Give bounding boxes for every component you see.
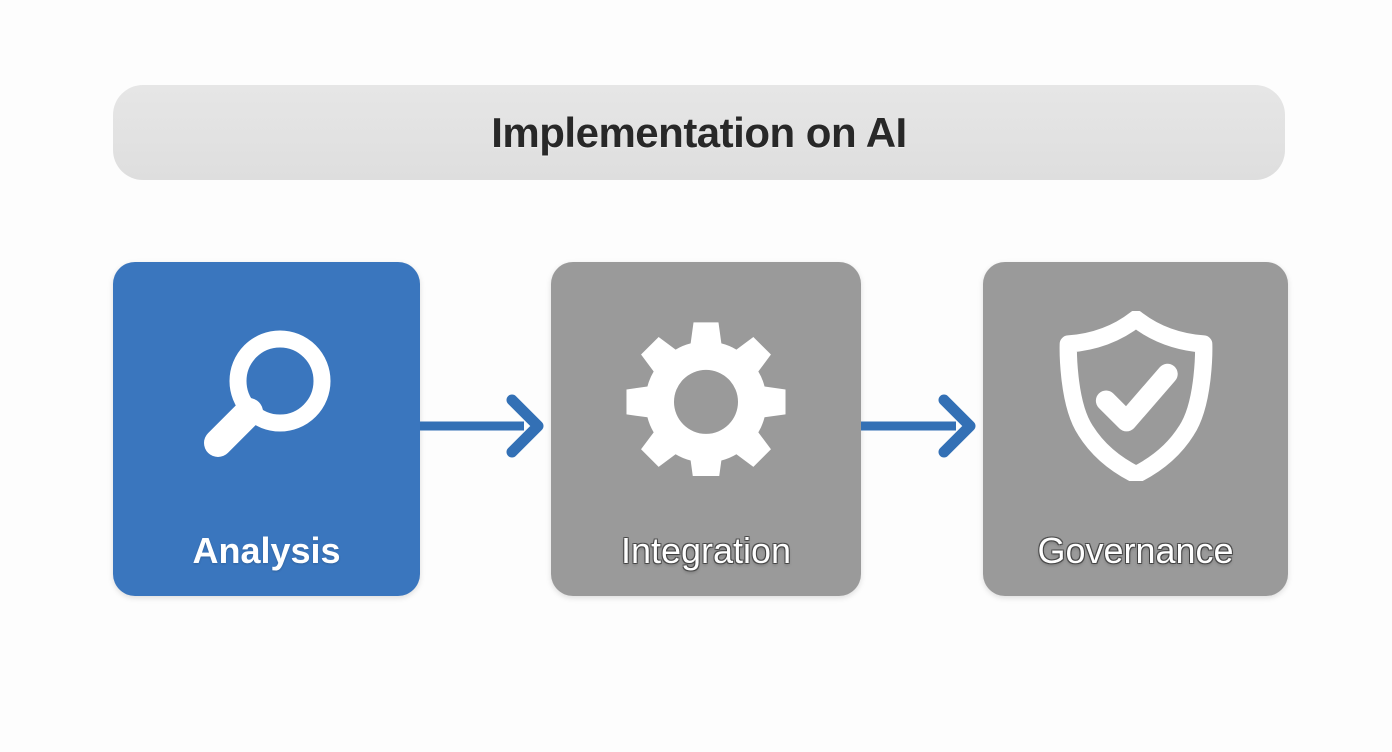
process-flow: Analysis Integration — [113, 262, 1288, 596]
arrow-right-icon — [420, 390, 551, 462]
flow-step-label: Integration — [620, 530, 792, 571]
page-title: Implementation on AI — [491, 108, 907, 156]
shield-check-icon — [1056, 306, 1216, 486]
flow-step-label: Governance — [1037, 530, 1234, 571]
magnifier-icon — [192, 306, 342, 486]
gear-icon — [626, 306, 786, 486]
flow-step-label: Analysis — [192, 530, 341, 571]
flow-step-analysis[interactable]: Analysis — [113, 262, 420, 596]
flow-step-integration[interactable]: Integration — [551, 262, 861, 596]
header-banner: Implementation on AI — [113, 85, 1285, 180]
flow-step-governance[interactable]: Governance — [983, 262, 1288, 596]
arrow-right-icon — [861, 390, 983, 462]
